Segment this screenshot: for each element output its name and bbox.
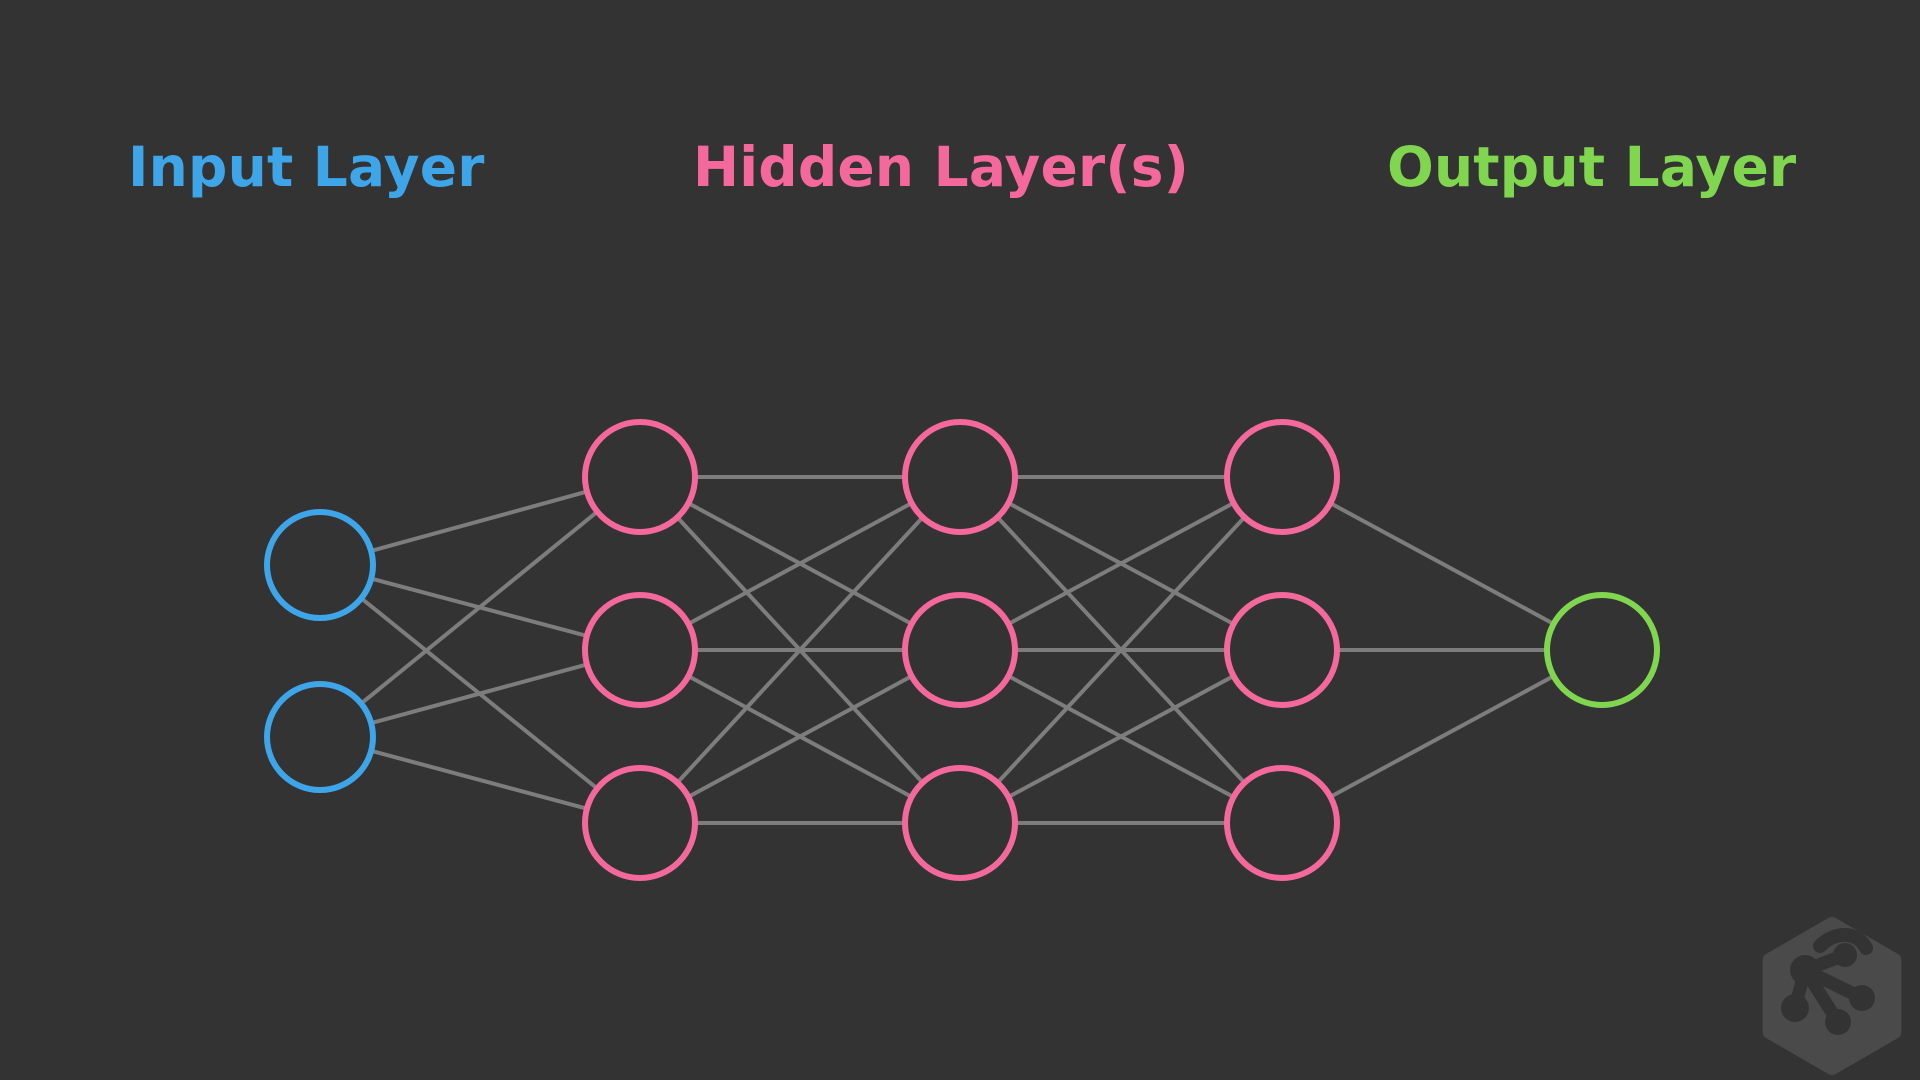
connection-edge	[686, 674, 914, 799]
node-hidden-3-2[interactable]	[1224, 592, 1340, 708]
output-layer-label: Output Layer	[1387, 135, 1797, 199]
connection-edge	[995, 515, 1247, 785]
node-hidden-2-2[interactable]	[902, 592, 1018, 708]
connection-edge	[1006, 501, 1236, 626]
node-hidden-3-3[interactable]	[1224, 765, 1340, 881]
node-output-1[interactable]	[1544, 592, 1660, 708]
nodes-group	[264, 419, 1660, 881]
connection-edge	[1006, 674, 1236, 799]
node-hidden-1-1[interactable]	[582, 419, 698, 535]
connection-edges-group	[359, 475, 1556, 825]
connection-edge	[686, 501, 914, 626]
connection-edge	[369, 489, 589, 553]
neuron-glyph-icon	[1781, 928, 1875, 1035]
hidden-layer-label: Hidden Layer(s)	[693, 135, 1189, 199]
node-input-2[interactable]	[264, 681, 376, 793]
node-hidden-1-2[interactable]	[582, 592, 698, 708]
node-hidden-2-1[interactable]	[902, 419, 1018, 535]
connection-edge	[1328, 674, 1556, 799]
input-layer-label: Input Layer	[128, 135, 485, 199]
node-hidden-3-1[interactable]	[1224, 419, 1340, 535]
connection-edge	[675, 515, 925, 785]
connection-edge	[359, 509, 600, 706]
node-hidden-2-3[interactable]	[902, 765, 1018, 881]
node-hidden-1-3[interactable]	[582, 765, 698, 881]
connection-edge	[369, 748, 589, 811]
connection-edge	[369, 662, 589, 726]
watermark-logo	[1762, 917, 1902, 1075]
node-input-1[interactable]	[264, 509, 376, 621]
connection-edge	[1328, 501, 1556, 626]
